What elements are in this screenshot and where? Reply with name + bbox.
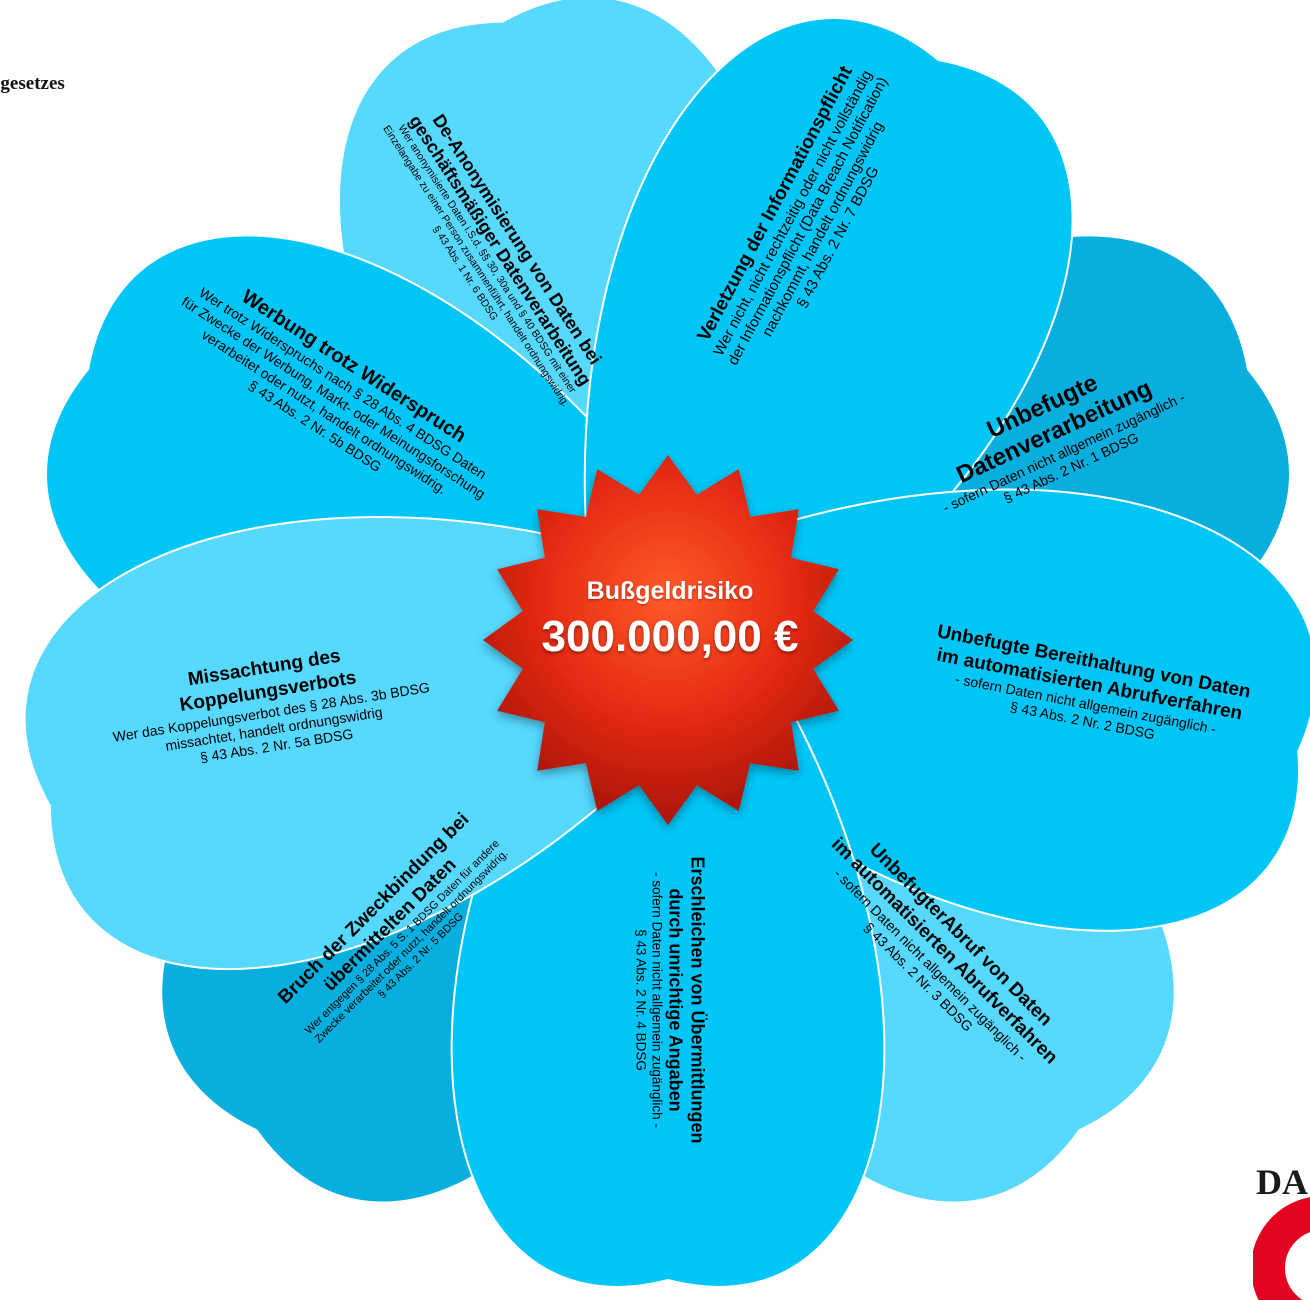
- page-title: s zgesetzes: [0, 73, 65, 94]
- logo-mark: [1253, 1197, 1310, 1300]
- center-label: Bußgeldrisiko 300.000,00 €: [485, 575, 855, 663]
- petal-label-6: Erschleichen von Übermittlungen durch un…: [632, 856, 708, 1143]
- center-title: Bußgeldrisiko: [586, 577, 754, 605]
- center-seal: [483, 455, 853, 825]
- logo-text: DA: [1256, 1162, 1308, 1202]
- petal-description: - sofern Daten nicht allgemein zugänglic…: [633, 872, 665, 1128]
- center-amount: 300.000,00 €: [541, 612, 799, 661]
- petal-title: Erschleichen von Übermittlungen durch un…: [665, 856, 708, 1144]
